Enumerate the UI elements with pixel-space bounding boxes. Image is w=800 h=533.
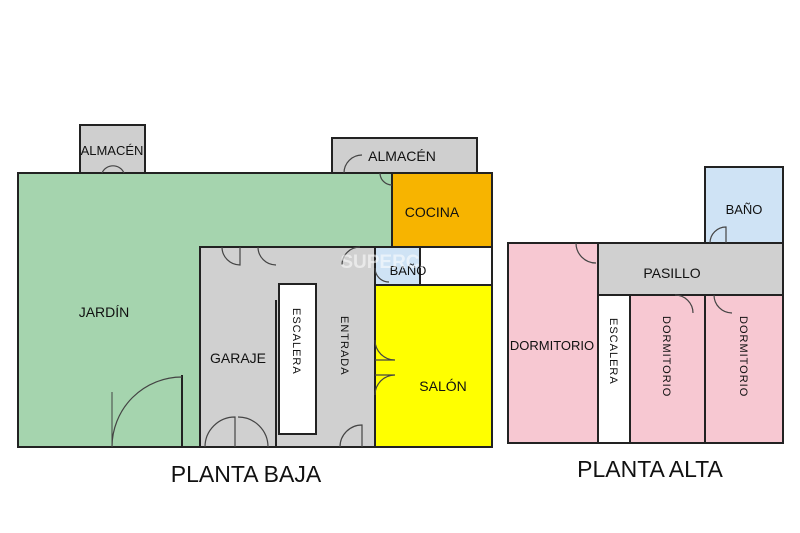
jardin-label: JARDÍN xyxy=(79,304,130,320)
salon-door-2 xyxy=(374,374,396,396)
escalera-ground-label: ESCALERA xyxy=(290,308,302,375)
upper-floor: BAÑO PASILLO DORMITORIO ESCALERA DORMITO… xyxy=(507,166,784,482)
dormitorio-2-room xyxy=(629,294,706,444)
bano-door xyxy=(374,267,390,283)
escalera-ground xyxy=(278,283,317,435)
almacen-right-label: ALMACÉN xyxy=(368,148,436,164)
watermark: SUPERCASA xyxy=(340,252,460,273)
dormitorio-3-room xyxy=(704,294,784,444)
entrada-door-top xyxy=(257,246,277,266)
cocina-room xyxy=(391,172,493,248)
bano-upper-label: BAÑO xyxy=(726,202,763,217)
escalera-upper-label: ESCALERA xyxy=(607,318,619,385)
dormitorio-1-door xyxy=(575,242,597,264)
salon-label: SALÓN xyxy=(419,378,466,394)
hall-door-top xyxy=(341,246,361,266)
garaje-door-top xyxy=(221,246,241,266)
pasillo-label: PASILLO xyxy=(643,265,700,281)
dormitorio-2-door xyxy=(674,294,694,314)
cocina-label: COCINA xyxy=(405,204,460,220)
dormitorio-1-label: DORMITORIO xyxy=(510,338,594,353)
entrada-door-bottom xyxy=(339,424,363,448)
planta-alta-title: PLANTA ALTA xyxy=(577,456,723,482)
ground-floor: ALMACÉN ALMACÉN JARDÍN COCINA BAÑO GARAJ… xyxy=(17,124,493,487)
salon-room xyxy=(374,284,493,448)
dormitorio-3-door xyxy=(713,294,733,314)
jardin-door xyxy=(111,376,183,448)
dormitorio-3-label: DORMITORIO xyxy=(737,316,749,397)
almacen-left-room xyxy=(79,124,146,174)
bano-upper-room xyxy=(704,166,784,244)
garaje-label: GARAJE xyxy=(210,350,266,366)
garaje-door-bottom-1 xyxy=(204,416,236,448)
almacen-left-label: ALMACÉN xyxy=(81,143,144,158)
bano-extension xyxy=(419,246,493,286)
garaje-door-bottom-2 xyxy=(237,416,269,448)
almacen-right-door xyxy=(343,154,363,174)
salon-door-1 xyxy=(374,339,396,361)
almacen-left-door xyxy=(101,165,125,174)
bano-ground-label: BAÑO xyxy=(390,263,427,278)
cocina-door xyxy=(379,172,393,186)
dormitorio-2-label: DORMITORIO xyxy=(660,316,672,397)
entrada-label: ENTRADA xyxy=(338,316,350,376)
planta-baja-title: PLANTA BAJA xyxy=(171,461,322,487)
bano-upper-door xyxy=(709,226,727,244)
